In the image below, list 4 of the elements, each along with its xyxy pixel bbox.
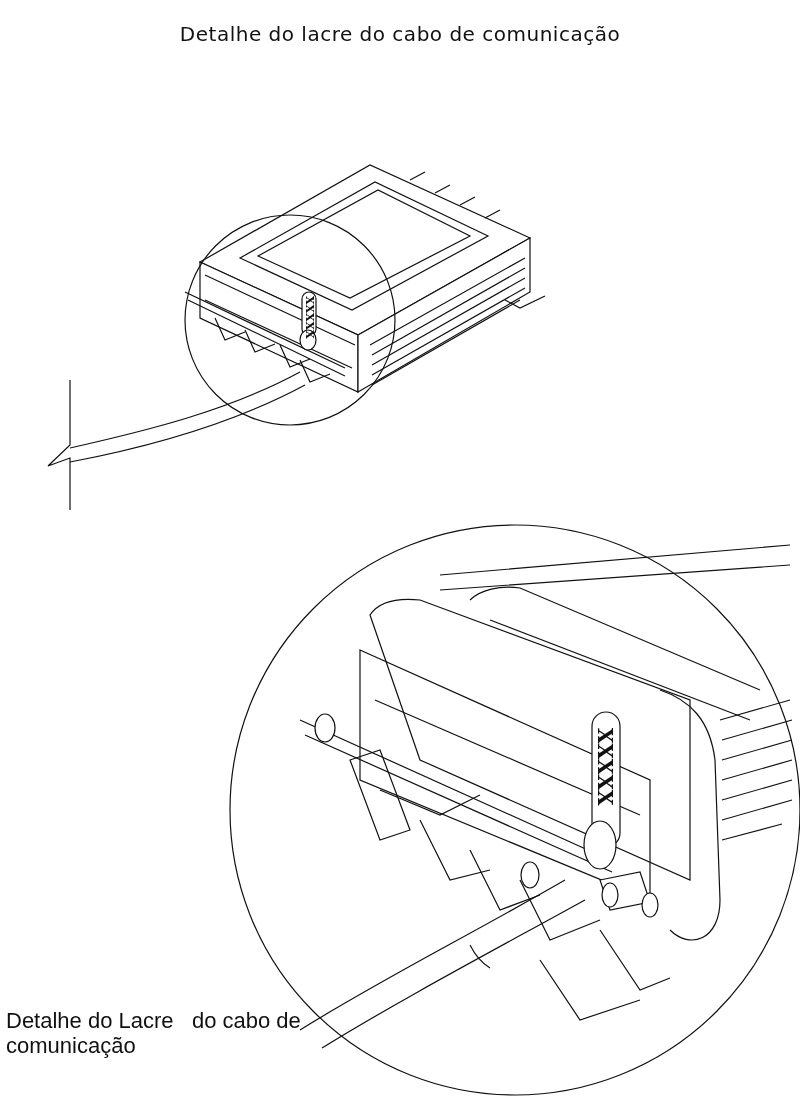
seal-tag-text: XXXXX — [593, 728, 617, 806]
seal-tag-text: XXXXX — [303, 296, 316, 339]
detail-caption: Detalhe do Lacre do cabo de comunicação — [6, 1008, 302, 1058]
diagram-title: Detalhe do lacre do cabo de comunicação — [178, 22, 622, 46]
